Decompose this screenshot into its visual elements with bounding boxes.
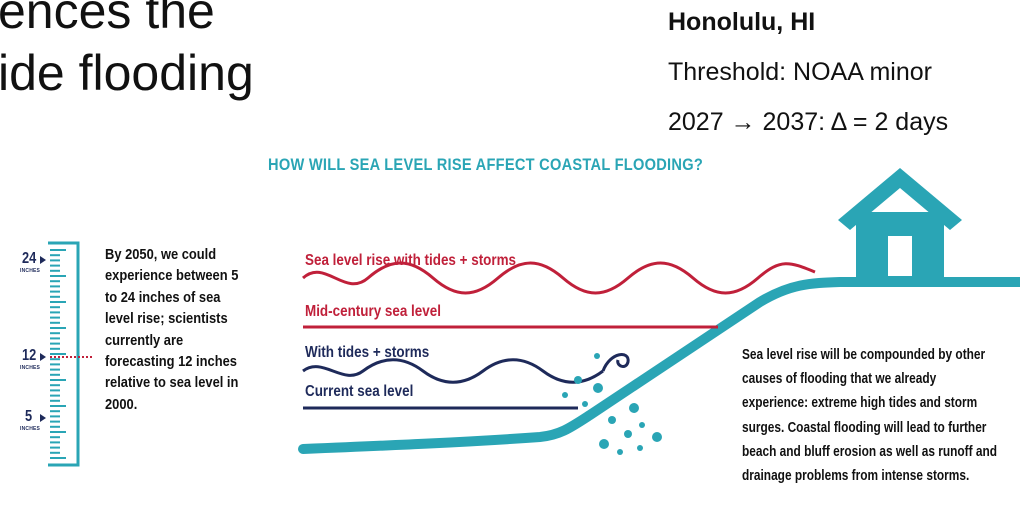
station-name: Honolulu, HI (668, 8, 816, 36)
sea-level-projection-text: By 2050, we could experience between 5 t… (105, 246, 239, 413)
station-threshold: Threshold: NOAA minor (668, 58, 932, 86)
ruler-value-12: 12 (22, 347, 37, 364)
ruler-unit-24: INCHES (20, 268, 41, 274)
ruler-unit-5: INCHES (20, 426, 41, 432)
station-range-clip: 2027 → 2037: Δ = 2 days (668, 98, 1020, 136)
label-current-sea-level: Current sea level (305, 383, 414, 400)
slide-title-line-2: ide flooding (0, 45, 254, 101)
flooding-causes-text: Sea level rise will be compounded by oth… (742, 347, 998, 485)
slide-title-line-1: ences the (0, 0, 215, 39)
label-sea-level-rise: Sea level rise with tides + storms (305, 252, 517, 269)
infographic-title: HOW WILL SEA LEVEL RISE AFFECT COASTAL F… (268, 155, 704, 174)
tides-wave (302, 358, 604, 384)
ruler-value-5: 5 (25, 408, 33, 425)
shoreline (298, 277, 1020, 454)
house-icon (838, 168, 962, 287)
ruler-unit-12: INCHES (20, 365, 41, 371)
label-mid-century: Mid-century sea level (305, 303, 441, 320)
ruler-value-24: 24 (22, 250, 37, 267)
station-range: 2027 → 2037: Δ = 2 days (668, 108, 949, 136)
splash-dots-icon (562, 353, 662, 455)
ruler-icon (40, 241, 92, 467)
label-with-tides: With tides + storms (305, 344, 430, 361)
wave-icon (301, 261, 816, 295)
splash-curl (601, 353, 630, 372)
